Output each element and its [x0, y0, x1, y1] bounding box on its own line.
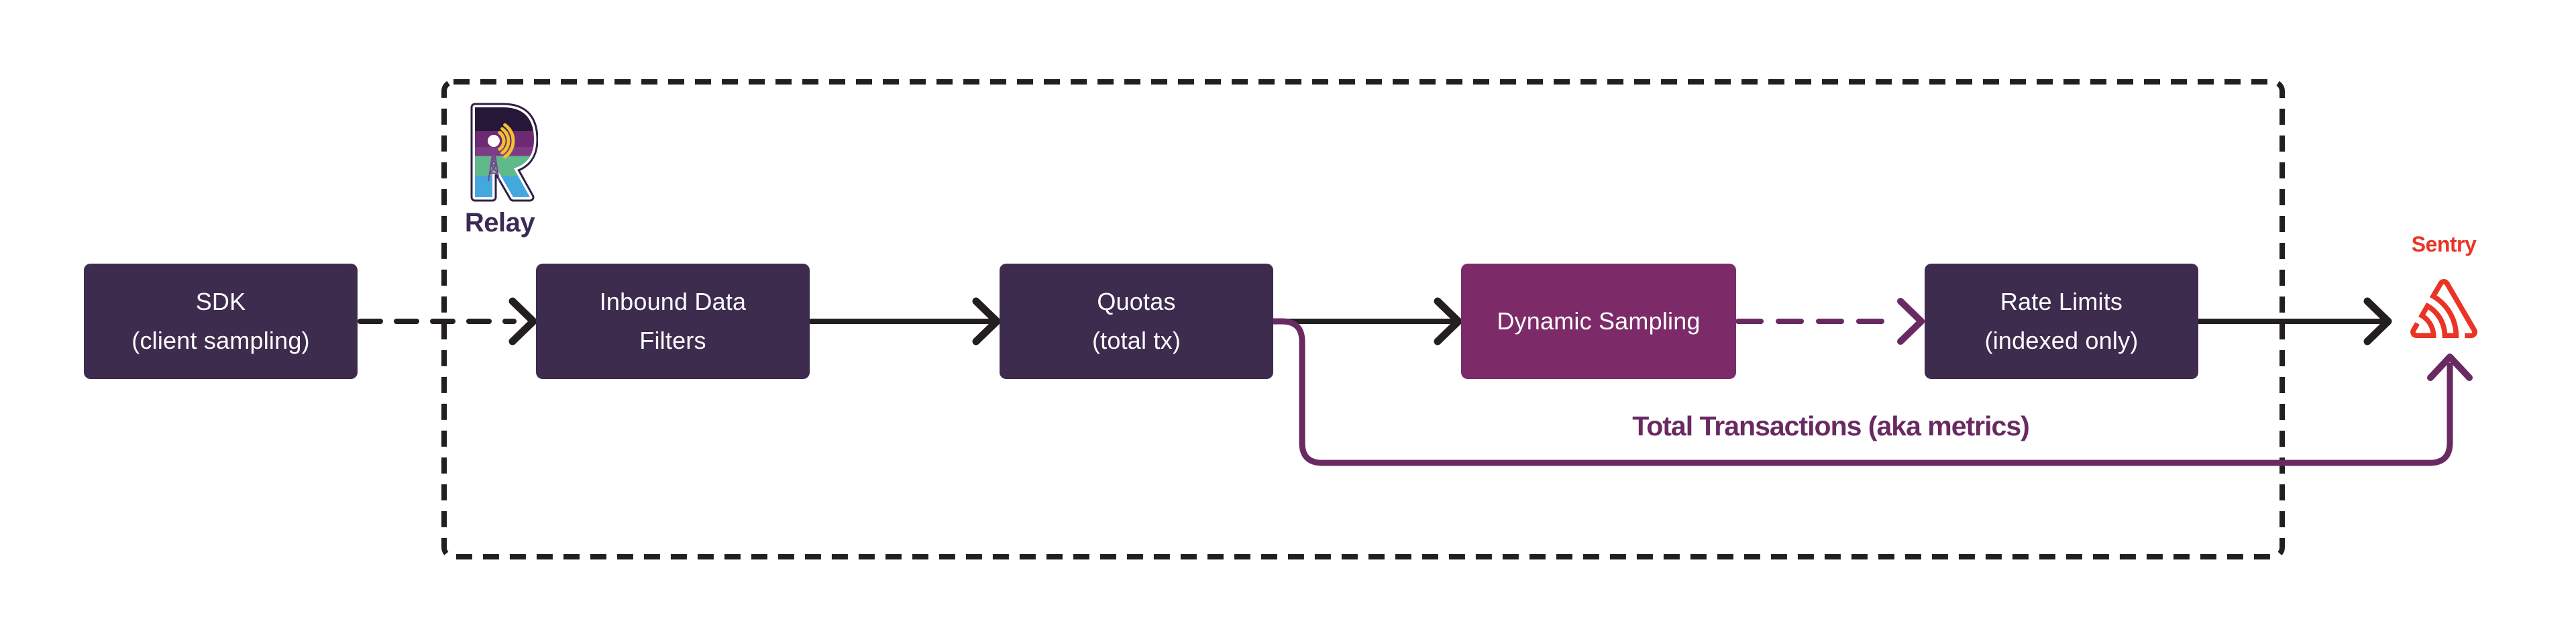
- node-dynamic-sampling: Dynamic Sampling: [1461, 264, 1736, 379]
- radio-tower-icon: [488, 146, 500, 182]
- node-rate-limits-line2: (indexed only): [1984, 327, 2139, 354]
- node-rate-limits-line1: Rate Limits: [2000, 288, 2123, 315]
- node-quotas-line1: Quotas: [1097, 288, 1176, 315]
- node-quotas: Quotas (total tx): [1000, 264, 1273, 379]
- signal-waves-icon: [498, 123, 515, 159]
- sentry-label: Sentry: [2411, 232, 2477, 256]
- node-sdk: SDK (client sampling): [84, 264, 358, 379]
- edge-label-total-transactions: Total Transactions (aka metrics): [1632, 411, 2030, 441]
- node-inbound-data-filters: Inbound Data Filters: [536, 264, 810, 379]
- node-inbound-line2: Filters: [639, 327, 706, 354]
- relay-label: Relay: [464, 208, 535, 237]
- tower-beacon-dot: [488, 135, 500, 147]
- arrow-inbound-filters-to-quotas: [808, 297, 1001, 345]
- node-quotas-line2: (total tx): [1091, 327, 1181, 354]
- edge-total-transactions-path: [1269, 318, 2473, 466]
- arrow-dynamic-sampling-to-rate-limits: [1735, 298, 1925, 345]
- arrow-quotas-to-dynamic-sampling: [1271, 297, 1462, 345]
- relay-logo-icon: [470, 103, 538, 202]
- node-rate-limits: Rate Limits (indexed only): [1925, 264, 2198, 379]
- node-dynamic-sampling-line1: Dynamic Sampling: [1497, 307, 1701, 335]
- arrow-sdk-to-inbound-filters: [358, 297, 537, 345]
- node-sdk-line1: SDK: [195, 288, 246, 315]
- arrow-rate-limits-to-sentry: [2196, 297, 2392, 345]
- node-sdk-line2: (client sampling): [131, 327, 310, 354]
- sentry-logo-icon: [2410, 279, 2477, 339]
- node-inbound-line1: Inbound Data: [599, 288, 747, 315]
